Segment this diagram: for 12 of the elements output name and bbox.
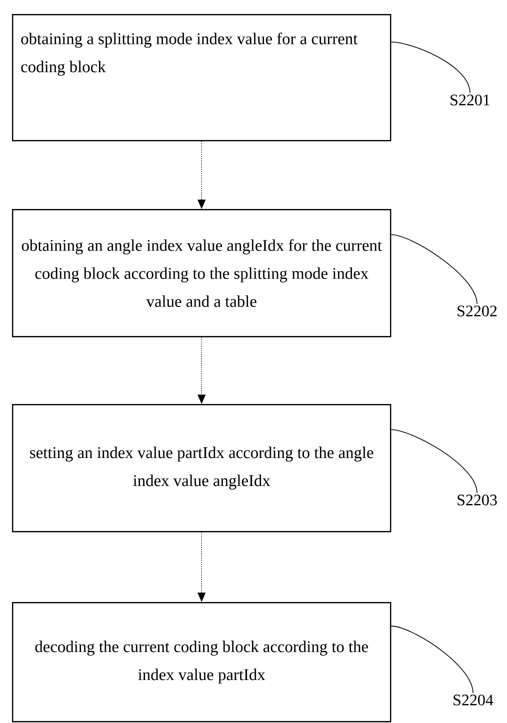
step-label: S2201 bbox=[450, 94, 490, 106]
process-box: decoding the current coding block according to the index value partIdx bbox=[12, 602, 392, 722]
process-box: obtaining a splitting mode index value for a current coding block bbox=[12, 14, 392, 142]
leader-line bbox=[390, 234, 478, 304]
step-label: S2203 bbox=[458, 494, 497, 506]
process-box: obtaining an angle index value angleIdx for the current coding block according to the splitting mode index value and a table bbox=[12, 209, 392, 338]
leader-line bbox=[390, 429, 478, 494]
step-label: S2204 bbox=[454, 694, 494, 706]
step-label: S2202 bbox=[458, 306, 497, 316]
process-box: setting an index value partIdx according to the angle index value angleIdx bbox=[12, 404, 392, 532]
leader-line bbox=[390, 626, 474, 694]
leader-line bbox=[390, 42, 470, 94]
